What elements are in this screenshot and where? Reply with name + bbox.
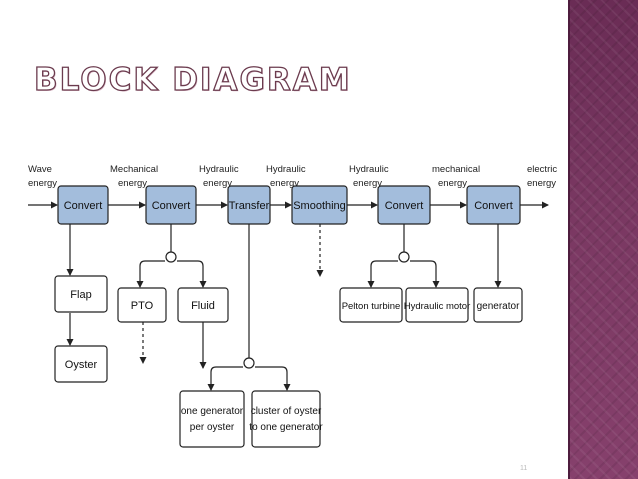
junction-transfer (243, 357, 255, 369)
label-hydraulic-energy-3b: energy (353, 178, 382, 189)
block-cluster-of-oyster (251, 390, 321, 448)
block-convert-1 (57, 185, 109, 225)
label-wave-energy-1: Wave (28, 164, 52, 175)
label-mechanical-energy-3b: energy (438, 178, 467, 189)
text-oyster: Oyster (65, 359, 98, 371)
text-transfer: Transfer (229, 200, 270, 212)
text-one-generator-1: one generator (181, 406, 244, 417)
text-smoothing: Smoothing (293, 200, 346, 212)
text-cluster-1: cluster of oyster (251, 406, 322, 417)
text-convert-4: Convert (474, 200, 513, 212)
text-generator: generator (477, 301, 520, 312)
text-pelton-turbine: Pelton turbine (342, 301, 401, 312)
process-block-labels: Convert Convert Transfer Smoothing Conve… (64, 200, 513, 212)
detail-block-labels: Flap Oyster PTO Fluid Pelton turbine Hyd… (65, 289, 520, 433)
block-pelton-turbine (339, 287, 403, 323)
label-electric-energy-1: electric (527, 164, 557, 175)
label-mechanical-energy-2: energy (118, 178, 147, 189)
connector-pto-branch (136, 260, 165, 288)
label-electric-energy-2: energy (527, 178, 556, 189)
connector-hydmotor-branch (410, 260, 440, 288)
text-hydraulic-motor: Hydraulic motor (404, 301, 471, 312)
text-pto: PTO (131, 300, 154, 312)
text-fluid: Fluid (191, 300, 215, 312)
decorative-sidebar (568, 0, 638, 479)
label-hydraulic-energy-1: Hydraulic (199, 164, 239, 175)
junction-convert3 (398, 251, 410, 263)
label-mechanical-energy-1: Mechanical (110, 164, 158, 175)
block-fluid (177, 287, 229, 323)
block-convert-4 (466, 185, 521, 225)
block-hydraulic-motor (405, 287, 469, 323)
label-wave-energy-2: energy (28, 178, 57, 189)
label-hydraulic-energy-1b: energy (203, 178, 232, 189)
text-one-generator-2: per oyster (190, 422, 235, 433)
text-convert-2: Convert (152, 200, 191, 212)
flow-labels: Wave energy Mechanical energy Hydraulic … (28, 164, 557, 189)
block-diagram: Wave energy Mechanical energy Hydraulic … (28, 164, 557, 448)
text-cluster-2: to one generator (249, 422, 323, 433)
junction-convert2 (165, 251, 177, 263)
junctions (165, 251, 410, 369)
sidebar-pattern (570, 0, 638, 479)
text-convert-1: Convert (64, 200, 103, 212)
block-one-generator-per-oyster (179, 390, 245, 448)
connector-pelton-branch (367, 260, 398, 288)
block-pto (117, 287, 167, 323)
block-flap (54, 275, 108, 313)
connector-fluid-branch (177, 260, 207, 288)
detail-blocks (54, 275, 523, 448)
connectors (66, 224, 502, 391)
connector-one-generator-branch (207, 366, 243, 391)
label-hydraulic-energy-3: Hydraulic (349, 164, 389, 175)
label-hydraulic-energy-2: Hydraulic (266, 164, 306, 175)
page-number: 11 (520, 465, 528, 472)
label-mechanical-energy-3: mechanical (432, 164, 480, 175)
text-convert-3: Convert (385, 200, 424, 212)
text-flap: Flap (70, 289, 91, 301)
block-generator (473, 287, 523, 323)
label-hydraulic-energy-2b: energy (270, 178, 299, 189)
connector-cluster-branch (255, 366, 291, 391)
block-oyster (54, 345, 108, 383)
slide-title: BLOCK DIAGRAM (33, 61, 352, 98)
